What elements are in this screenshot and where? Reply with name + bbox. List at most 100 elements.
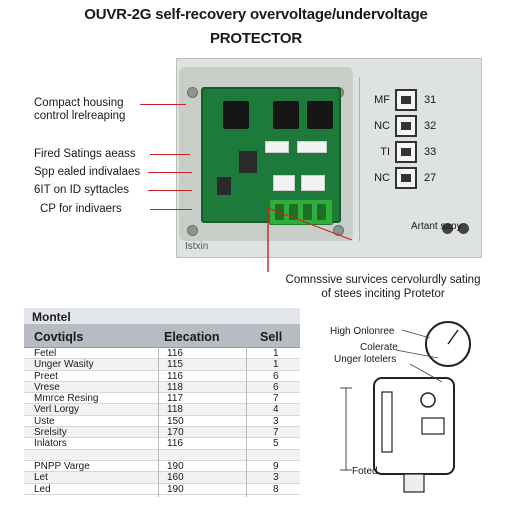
terminal-block [269,199,333,225]
table-cell: Uste [34,415,55,427]
table-header-row: Covtiqls Elecation Sell [24,325,300,348]
gauge-drawing [340,321,471,493]
display-window [421,417,445,435]
annotation-text: CP for indivaers [40,203,122,215]
leader-line [148,172,192,174]
leader-line [148,190,192,192]
title-line-1: OUVR-2G self-recovery overvoltage/underv… [84,6,428,23]
table-cell: 4 [273,404,279,416]
table-cell: 3 [273,472,279,484]
table-cell: Led [34,483,51,495]
column-header: Elecation [164,330,220,344]
annotation-text: Compact housing [34,97,124,109]
table-cell: Fetel [34,348,57,359]
port-row: TI 33 [360,141,480,165]
table-cell: Let [34,472,48,484]
terminal-pin [289,204,298,220]
chip-icon [239,151,257,173]
table-row: Led 190 8 [24,484,300,495]
leader-line [140,104,186,106]
table-cell: 5 [273,438,279,450]
table-cell: Mmrce Resing [34,393,99,405]
chip-icon [217,177,231,195]
leader-line [409,363,443,383]
table-cell: 117 [167,393,183,405]
table-cell: 9 [273,460,279,472]
table-cell: 8 [273,483,279,495]
leader-line [395,349,439,359]
protector-enclosure: MF 31 NC 32 TI 33 NC 27 Artant sapy Istx… [176,58,482,258]
port-label: NC [374,172,390,184]
component-label [301,175,325,191]
bottom-callout: Comnssive survices cervolurdly sating of… [268,273,498,301]
leader-line [401,329,431,339]
table-cell: Inlators [34,438,67,450]
table-row: Srelsity 170 7 [24,427,300,439]
table-caption: Montel [24,308,300,325]
led-indicator-icon [458,223,469,234]
port-jack-icon[interactable] [395,167,417,189]
port-row: NC 27 [360,167,480,191]
drawing-label: Unger lotelers [334,354,397,365]
terminal-pin [275,204,284,220]
port-number: 31 [424,94,437,106]
port-number: 27 [424,172,437,184]
table-row: Verl Lorgy 118 4 [24,404,300,416]
terminal-pin [317,204,326,220]
port-jack-icon[interactable] [395,115,417,137]
table-cell: 7 [273,393,279,405]
screw-icon [187,225,198,236]
table-cell: 118 [167,404,183,416]
component-label [265,141,289,153]
table-cell: 118 [167,381,183,393]
column-divider [246,331,247,497]
annotation-text: Fired Satings aeass [34,148,136,160]
port-number: 32 [424,120,437,132]
port-panel: MF 31 NC 32 TI 33 NC 27 [359,77,479,241]
table-cell: 7 [273,427,279,439]
table-cell: Preet [34,370,58,382]
column-header: Covtiqls [34,330,84,344]
table-cell: Vrese [34,381,60,393]
gauge-needle [447,329,459,345]
gauge-slot [381,391,393,453]
table-cell: 3 [273,415,279,427]
port-jack-icon[interactable] [395,141,417,163]
annotation-indicators: Spp ealed indivalaes [34,166,140,179]
table-cell: 115 [167,359,183,371]
enclosure-inner [179,67,353,241]
table-cell: 170 [167,427,184,439]
leader-line [150,154,190,156]
component-label [273,175,295,191]
table-cell: 160 [167,472,184,484]
annotation-housing: Compact housing control lrelreaping [34,97,125,123]
threaded-fitting-icon [403,473,425,493]
leader-line [150,209,192,211]
table-row [24,449,300,461]
table-cell: 190 [167,460,184,472]
component-label [297,141,327,153]
table-row: Mmrce Resing 117 7 [24,393,300,405]
table-cell: Verl Lorgy [34,404,80,416]
drawing-label: High Onlonree [330,326,395,337]
annotation-text: Spp ealed indivalaes [34,166,141,178]
knob-icon [420,392,436,408]
table-cell: Srelsity [34,427,67,439]
annotation-text: 6IT on ID syttacles [34,184,130,196]
alert-label: Artant sapy [411,221,462,232]
port-row: NC 32 [360,115,480,139]
port-row: MF 31 [360,89,480,113]
table-cell: 190 [167,483,184,495]
relay-icon [223,101,249,129]
sticker-label: Istxin [185,241,209,252]
terminal-pin [303,204,312,220]
port-jack-icon[interactable] [395,89,417,111]
annotation-ratings: Fired Satings aeass [34,148,136,161]
callout-text: of stees inciting Protetor [321,288,445,300]
